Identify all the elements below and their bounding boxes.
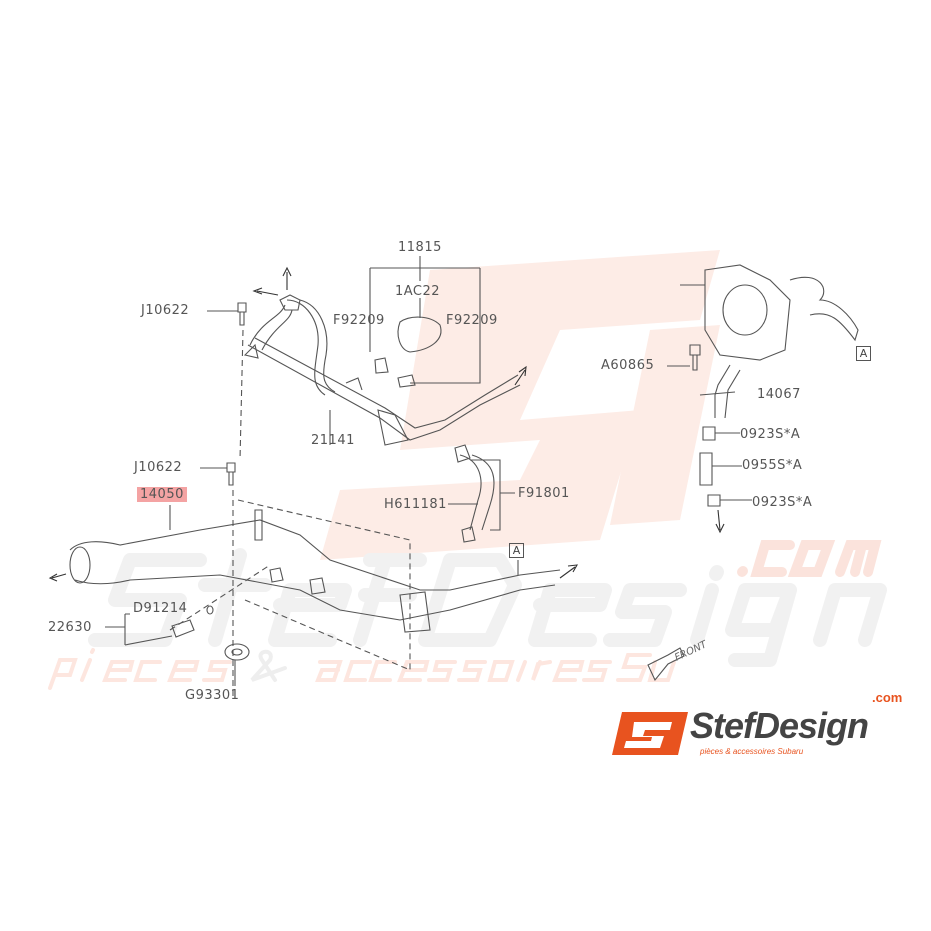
watermark-tagline-lettering [48, 648, 676, 690]
part-label-0923s-a-top[interactable]: 0923S*A [740, 427, 801, 442]
part-label-a60865[interactable]: A60865 [601, 358, 655, 373]
part-label-0923s-a-bottom[interactable]: 0923S*A [752, 495, 813, 510]
part-label-f91801[interactable]: F91801 [518, 486, 570, 501]
logo-domain: .com [872, 690, 903, 705]
part-label-f92209-left[interactable]: F92209 [333, 313, 385, 328]
part-label-1ac22[interactable]: 1AC22 [395, 284, 441, 299]
part-label-0955s-a[interactable]: 0955S*A [742, 458, 803, 473]
front-arrow-icon [647, 647, 685, 682]
watermark-monogram [320, 250, 720, 560]
bracket-11815 [369, 256, 481, 388]
throttle-body [680, 264, 859, 507]
flow-arrows [48, 266, 725, 582]
connector-marker-a-upper: A [856, 346, 871, 361]
part-label-j10622-top[interactable]: J10622 [141, 303, 190, 318]
watermark-domain-lettering [737, 540, 882, 577]
hose-h611181 [454, 444, 515, 543]
part-label-d91214[interactable]: D91214 [133, 601, 188, 616]
leader-lines [169, 310, 690, 686]
pipe-14050 [69, 509, 561, 633]
part-label-11815[interactable]: 11815 [398, 240, 442, 255]
sensor-22630 [105, 605, 214, 646]
part-label-14050-highlighted[interactable]: 14050 [137, 487, 187, 502]
connector-marker-a-lower: A [509, 543, 524, 558]
part-label-14067[interactable]: 14067 [757, 387, 801, 402]
part-label-g93301[interactable]: G93301 [185, 688, 240, 703]
part-label-f92209-right[interactable]: F92209 [446, 313, 498, 328]
part-label-21141[interactable]: 21141 [311, 433, 355, 448]
part-label-22630[interactable]: 22630 [48, 620, 92, 635]
part-label-j10622-bottom[interactable]: J10622 [134, 460, 183, 475]
pipe-21141 [243, 294, 521, 446]
bolts [224, 302, 701, 661]
logo-brand: StefDesign [690, 705, 869, 746]
part-label-h611181[interactable]: H611181 [384, 497, 447, 512]
logo-tagline: pièces & accessoires Subaru [700, 747, 804, 756]
